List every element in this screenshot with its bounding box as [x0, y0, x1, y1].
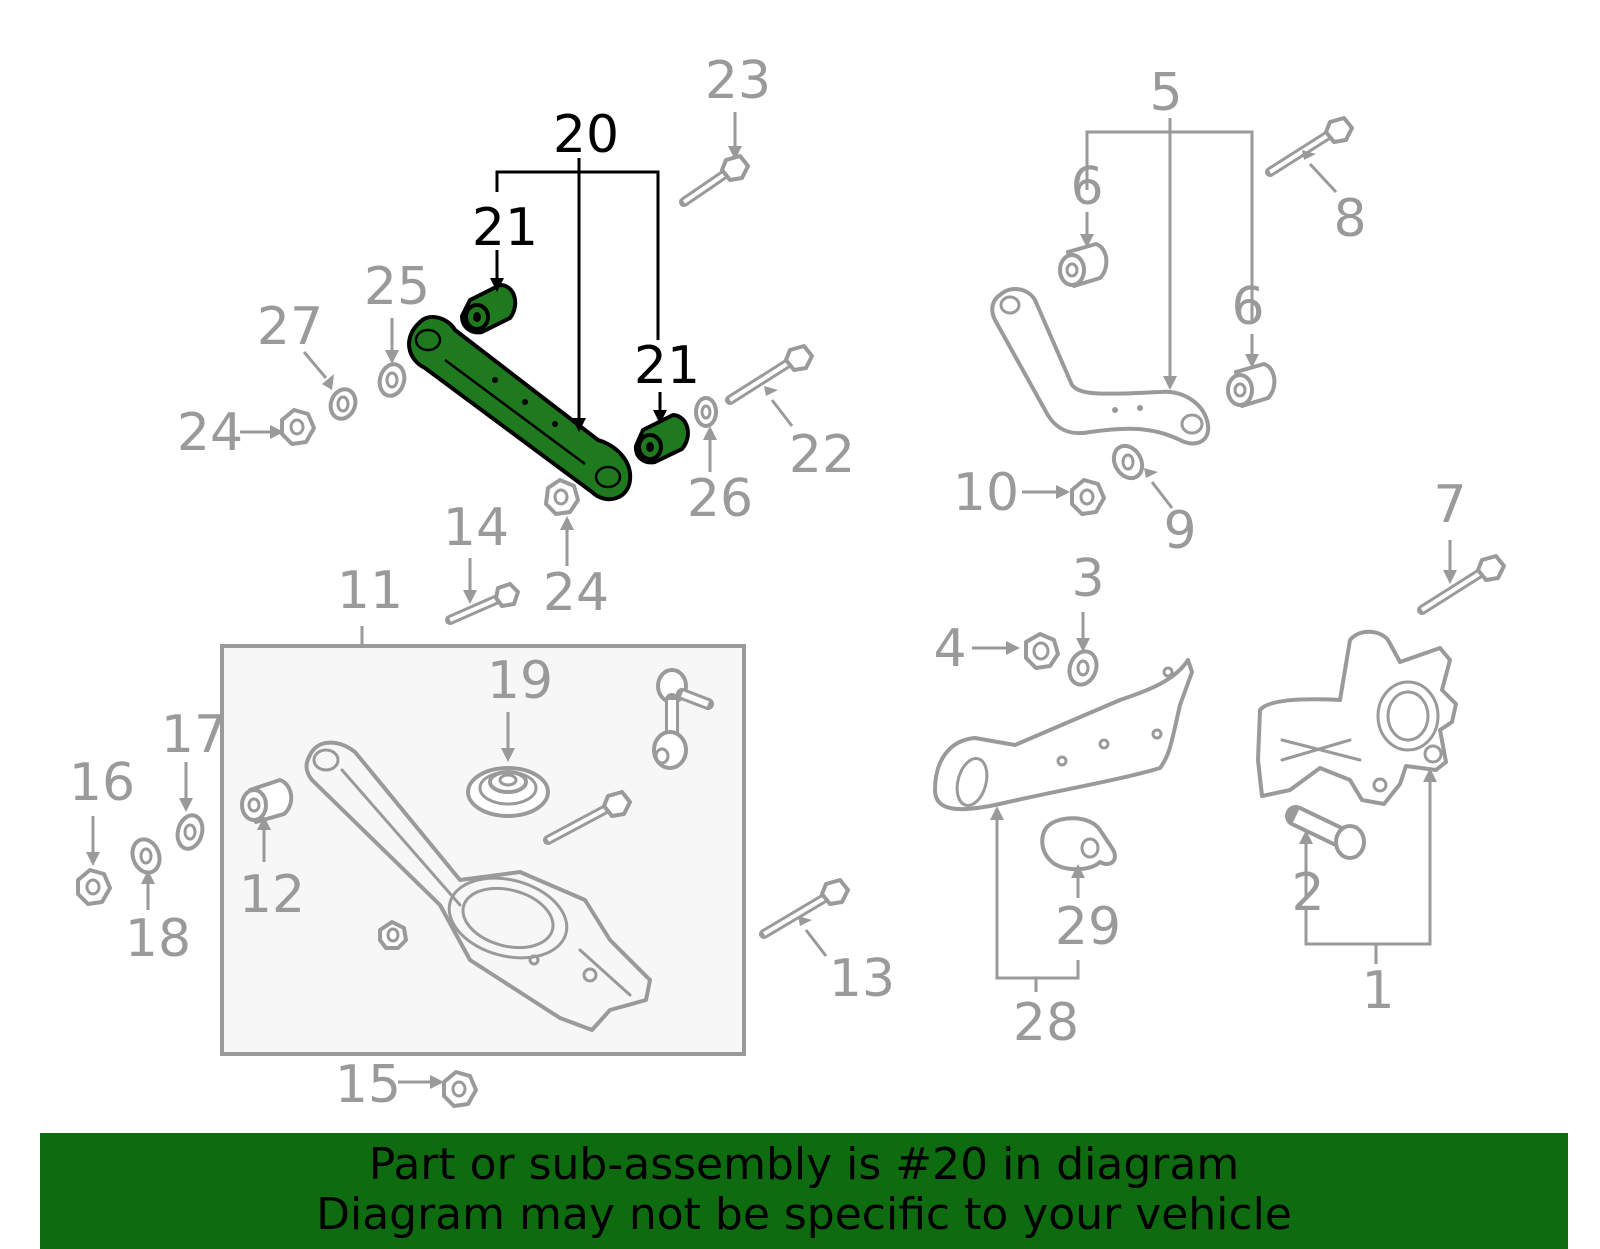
callout-6-lower: 6 — [1231, 277, 1264, 337]
part-1-knuckle[interactable] — [1256, 629, 1458, 806]
callout-20: 20 — [553, 105, 619, 165]
callout-22: 22 — [789, 425, 855, 485]
part-24-nut-lower[interactable] — [544, 478, 580, 516]
part-2-bolt[interactable] — [1285, 805, 1366, 860]
callout-7: 7 — [1433, 475, 1466, 535]
callout-16: 16 — [69, 753, 135, 813]
callout-10: 10 — [953, 463, 1019, 523]
callout-21-lower: 21 — [634, 336, 700, 396]
callout-14: 14 — [443, 498, 509, 558]
part-9-washer[interactable] — [1108, 441, 1148, 483]
part-27-washer[interactable] — [327, 386, 360, 422]
part-15-nut[interactable] — [442, 1070, 478, 1108]
part-11-subframe-box[interactable] — [220, 626, 746, 1056]
callout-numbers: 20 21 21 23 25 27 24 22 26 24 14 11 5 6 … — [69, 51, 1467, 1115]
callout-20-bracket — [490, 158, 667, 432]
banner-line-2: Diagram may not be specific to your vehi… — [316, 1189, 1292, 1240]
part-5-bracket — [1085, 118, 1254, 390]
part-23-bolt[interactable] — [679, 154, 750, 207]
part-14-bolt[interactable] — [445, 582, 520, 625]
part-26-washer[interactable] — [694, 396, 718, 428]
callout-2: 2 — [1291, 863, 1324, 923]
part-3-washer[interactable] — [1065, 648, 1101, 689]
callout-1: 1 — [1361, 961, 1394, 1021]
part-16-nut[interactable] — [76, 868, 112, 906]
part-21-bushing-upper[interactable] — [460, 283, 518, 335]
part-24-nut-left[interactable] — [280, 408, 316, 446]
info-banner: Part or sub-assembly is #20 in diagram D… — [40, 1133, 1568, 1249]
callout-23: 23 — [705, 51, 771, 111]
part-12-bushing[interactable] — [240, 778, 294, 824]
callout-4: 4 — [933, 619, 966, 679]
part-5-upper-control-arm[interactable] — [990, 287, 1211, 446]
subframe-bolt[interactable] — [543, 790, 632, 845]
part-19-mount[interactable] — [466, 766, 550, 818]
part-8-bolt[interactable] — [1265, 116, 1354, 177]
part-4-nut[interactable] — [1024, 632, 1060, 670]
callout-25: 25 — [364, 257, 430, 317]
banner-line-1: Part or sub-assembly is #20 in diagram — [368, 1139, 1240, 1190]
callout-12: 12 — [239, 865, 305, 925]
part-28-trailing-arm[interactable] — [933, 658, 1194, 812]
part-6-bushing-upper[interactable] — [1058, 242, 1109, 288]
subframe-nut[interactable] — [378, 920, 408, 950]
callout-13: 13 — [829, 949, 895, 1009]
callout-18: 18 — [125, 909, 191, 969]
callout-27: 27 — [257, 297, 323, 357]
part-7-bolt[interactable] — [1417, 554, 1506, 615]
part-22-bolt[interactable] — [725, 344, 814, 405]
part-17-washer[interactable] — [174, 812, 206, 851]
callout-11: 11 — [337, 561, 403, 621]
stabilizer-link[interactable] — [652, 668, 714, 770]
callout-21-upper: 21 — [472, 198, 538, 258]
part-13-bolt[interactable] — [759, 878, 850, 939]
callout-8: 8 — [1333, 189, 1366, 249]
callout-3: 3 — [1071, 549, 1104, 609]
part-20-lateral-arm[interactable] — [407, 314, 633, 502]
part-29-bushing[interactable] — [1040, 816, 1117, 872]
part-11-lower-control-arm[interactable] — [304, 740, 652, 1032]
callout-24-left: 24 — [177, 403, 243, 463]
callout-9: 9 — [1163, 501, 1196, 561]
part-25-washer[interactable] — [376, 361, 407, 398]
part-10-nut[interactable] — [1070, 478, 1106, 516]
callout-28: 28 — [1013, 993, 1079, 1053]
callout-6-upper: 6 — [1070, 157, 1103, 217]
callout-29: 29 — [1055, 897, 1121, 957]
callout-15: 15 — [335, 1055, 401, 1115]
callout-24-lower: 24 — [543, 563, 609, 623]
leader-lines — [86, 112, 1457, 1089]
part-21-bushing-lower[interactable] — [633, 413, 690, 465]
callout-26: 26 — [687, 469, 753, 529]
part-18-washer[interactable] — [128, 836, 164, 877]
callout-17: 17 — [161, 705, 227, 765]
callout-5: 5 — [1149, 63, 1182, 123]
part-6-bushing-lower[interactable] — [1226, 362, 1277, 408]
callout-19: 19 — [487, 651, 553, 711]
